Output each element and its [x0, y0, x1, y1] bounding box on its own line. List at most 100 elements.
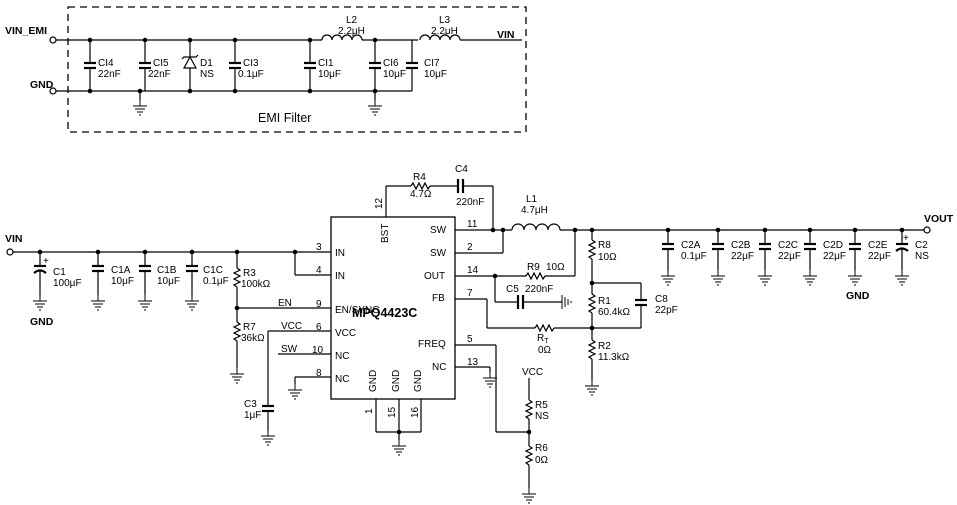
net-vcc: VCC	[281, 321, 302, 332]
l1-ref: L1	[526, 194, 538, 205]
ground-icon	[260, 429, 276, 446]
ci1-capacitor	[304, 40, 316, 91]
r8-resistor	[587, 239, 597, 260]
vout-label: VOUT	[924, 213, 954, 225]
pin-num-5: 5	[467, 334, 473, 345]
ground-icon	[847, 269, 863, 286]
ground-icon	[137, 294, 153, 311]
pin-en-sync: EN/SYNC	[335, 305, 379, 316]
c2b-ref: C2B	[731, 240, 751, 251]
c2a-ref: C2A	[681, 240, 701, 251]
pin-num-14: 14	[467, 265, 479, 276]
pin-num-12: 12	[374, 197, 385, 209]
pin-sw-b: SW	[430, 248, 447, 259]
r2-value: 11.3kΩ	[598, 352, 630, 363]
r5-ref: R5	[535, 400, 548, 411]
pin-nc-b: NC	[335, 374, 349, 385]
ground-icon	[710, 269, 726, 286]
emi-gnd-terminal[interactable]	[49, 87, 57, 95]
pin-in-b: IN	[335, 271, 345, 282]
ci5-ref: CI5	[153, 58, 169, 69]
pin-num-6: 6	[316, 322, 322, 333]
ic-name: MPQ4423C	[352, 306, 417, 320]
c1a-value: 10μF	[111, 276, 134, 287]
rt-ref: RT	[537, 333, 549, 345]
c1-value: 100μF	[53, 278, 82, 289]
r7-ref: R7	[243, 322, 256, 333]
vin-emi-terminal[interactable]	[49, 36, 57, 44]
ci6-capacitor	[369, 40, 381, 91]
ground-icon	[802, 269, 818, 286]
vout-terminal[interactable]	[923, 226, 931, 234]
c5-ref: C5	[506, 284, 519, 295]
ground-icon	[391, 439, 407, 456]
r9-value: 10Ω	[546, 262, 565, 273]
ground-icon	[287, 383, 303, 400]
c2c-ref: C2C	[778, 240, 798, 251]
ci4-ref: CI4	[98, 58, 114, 69]
ground-icon	[482, 371, 498, 388]
svg-text:+: +	[43, 256, 49, 267]
pin-nc-r: NC	[432, 362, 446, 373]
ci1-ref: CI1	[318, 58, 334, 69]
pin-num-10: 10	[312, 345, 324, 356]
c2e-capacitor	[849, 230, 861, 270]
ground-icon	[132, 99, 148, 116]
pin-vcc: VCC	[335, 328, 356, 339]
c2-value: NS	[915, 251, 929, 262]
ci5-value: 22nF	[148, 69, 171, 80]
r9-resistor	[525, 271, 546, 281]
c2e-ref: C2E	[868, 240, 888, 251]
c2a-capacitor	[662, 230, 674, 270]
c1c-capacitor	[186, 252, 198, 295]
ground-icon	[894, 269, 910, 286]
pin-num-8: 8	[316, 368, 322, 379]
c8-value: 22pF	[655, 305, 678, 316]
c1c-value: 0.1μF	[203, 276, 229, 287]
r4-value: 4.7Ω	[410, 189, 432, 200]
ground-icon	[757, 269, 773, 286]
pin-num-13: 13	[467, 357, 479, 368]
pin-sw-a: SW	[430, 225, 447, 236]
pin-num-7: 7	[467, 288, 473, 299]
r8-value: 10Ω	[598, 252, 617, 263]
l2-ref: L2	[346, 15, 358, 26]
pin-bst: BST	[380, 224, 391, 243]
pin-num-3: 3	[316, 242, 322, 253]
c2d-capacitor	[804, 230, 816, 270]
c1c-ref: C1C	[203, 265, 223, 276]
ground-icon	[229, 367, 245, 384]
net-vcc-top: VCC	[522, 367, 543, 378]
c2a-value: 0.1μF	[681, 251, 707, 262]
ground-icon	[521, 487, 537, 504]
emi-filter-section: EMI Filter VIN_EMI GND L2 2.2μH L3 2.2μH…	[5, 6, 527, 133]
r3-resistor	[232, 267, 242, 288]
c2c-capacitor	[759, 230, 771, 270]
r1-resistor	[587, 293, 597, 314]
pin-num-9: 9	[316, 299, 322, 310]
c2c-value: 22μF	[778, 251, 801, 262]
r4-ref: R4	[413, 172, 426, 183]
ground-icon	[32, 294, 48, 311]
r2-resistor	[587, 339, 597, 360]
net-en: EN	[278, 298, 292, 309]
ci3-ref: CI3	[243, 58, 259, 69]
r6-value: 0Ω	[535, 455, 549, 466]
rt-resistor	[534, 323, 555, 333]
main-circuit-section: VIN MPQ4423C IN IN EN/SYNC VCC NC NC 3 4…	[5, 164, 954, 504]
r4-resistor	[410, 181, 431, 191]
c2e-value: 22μF	[868, 251, 891, 262]
c2d-value: 22μF	[823, 251, 846, 262]
ground-icon	[561, 295, 572, 309]
pin-num-2: 2	[467, 242, 473, 253]
l1-value: 4.7μH	[521, 205, 548, 216]
ci5-capacitor	[139, 40, 151, 91]
ground-icon	[660, 269, 676, 286]
vin-terminal[interactable]	[6, 248, 14, 256]
ci7-ref: CI7	[424, 58, 440, 69]
l1-inductor	[511, 223, 561, 231]
c5-value: 220nF	[525, 284, 553, 295]
ci4-value: 22nF	[98, 69, 121, 80]
c2-capacitor: +	[895, 230, 909, 270]
